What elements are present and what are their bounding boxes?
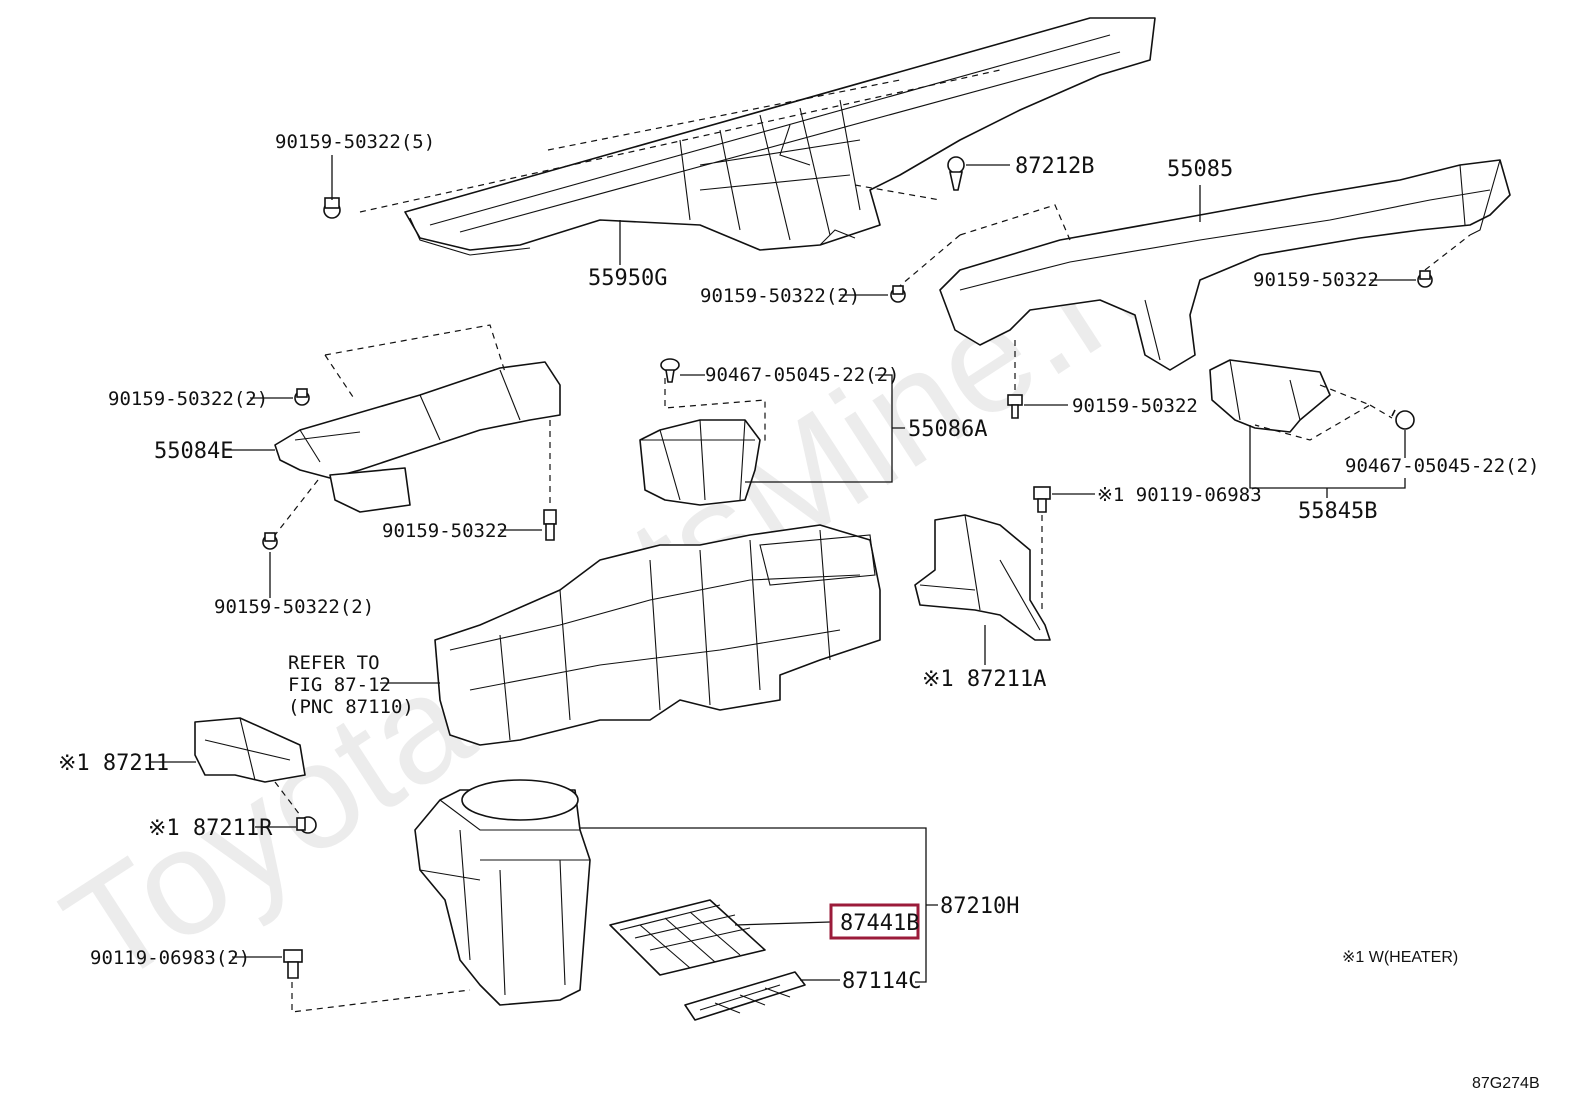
dash-87211r	[274, 781, 301, 816]
dash-55084e	[274, 324, 551, 536]
label-90159-50322-c[interactable]: 90159-50322	[1072, 395, 1198, 417]
screw-icon	[283, 949, 303, 979]
dash-55845b	[1254, 384, 1393, 441]
label-55085[interactable]: 55085	[1167, 157, 1233, 182]
label-90159-50322-r[interactable]: 90159-50322	[1253, 269, 1379, 291]
refer-line-1[interactable]: REFER TO	[288, 652, 380, 674]
screw-icon	[543, 509, 557, 541]
label-87211r[interactable]: ※1 87211R	[148, 816, 273, 841]
bracket-55086a	[745, 374, 905, 483]
screw-icon	[1033, 486, 1051, 513]
clip-icon	[296, 816, 317, 834]
label-55084e[interactable]: 55084E	[154, 439, 233, 464]
footnote-heater: ※1 W(HEATER)	[1342, 949, 1458, 966]
dash-55086a	[664, 378, 766, 445]
screw-icon	[294, 388, 310, 406]
label-90159-50322-5[interactable]: 90159-50322(5)	[275, 131, 435, 153]
label-90467-05045-22-b[interactable]: 90467-05045-22(2)	[1345, 455, 1539, 477]
screw-icon	[323, 197, 341, 219]
part-55950g-panel[interactable]	[404, 17, 1156, 256]
screw-icon	[890, 285, 906, 303]
part-87114c-grille[interactable]	[684, 971, 806, 1021]
clip-icon	[1391, 409, 1415, 430]
label-87441b[interactable]: 87441B	[840, 911, 919, 936]
leader-87441b	[734, 921, 831, 926]
label-90159-50322-2c[interactable]: 90159-50322(2)	[214, 596, 374, 618]
refer-line-3[interactable]: (PNC 87110)	[288, 696, 414, 718]
diagram-code: 87G274B	[1472, 1075, 1540, 1092]
part-55084e-duct[interactable]	[274, 361, 561, 513]
label-87211a[interactable]: ※1 87211A	[922, 667, 1046, 692]
label-87211[interactable]: ※1 87211	[58, 751, 169, 776]
refer-line-2[interactable]: FIG 87-12	[288, 674, 391, 696]
label-90119-06983-a[interactable]: ※1 90119-06983	[1097, 484, 1262, 506]
bracket-55845b	[1249, 425, 1406, 498]
dash-90119-b	[291, 982, 471, 1013]
part-87210h-case[interactable]	[414, 779, 591, 1006]
part-55845b-duct[interactable]	[1209, 359, 1331, 433]
dash-55085-left	[894, 204, 1071, 291]
label-90159-50322-d[interactable]: 90159-50322	[382, 520, 508, 542]
highlight-box-87441b	[829, 903, 920, 940]
screw-icon	[1007, 394, 1023, 419]
label-87114c[interactable]: 87114C	[842, 969, 921, 994]
part-55086a-duct[interactable]	[639, 419, 761, 506]
label-90159-50322-2a[interactable]: 90159-50322(2)	[700, 285, 860, 307]
clip-icon	[660, 358, 680, 383]
screw-icon	[1417, 270, 1433, 288]
bracket-87210h	[580, 827, 938, 983]
dash-55950g-right	[854, 184, 941, 201]
part-87441b-filter[interactable]	[609, 899, 766, 976]
label-55845b[interactable]: 55845B	[1298, 499, 1377, 524]
label-55086a[interactable]: 55086A	[908, 417, 987, 442]
part-55085-duct[interactable]	[939, 159, 1511, 371]
clip-icon	[947, 156, 965, 191]
label-87210h[interactable]: 87210H	[940, 894, 1019, 919]
label-90159-50322-2b[interactable]: 90159-50322(2)	[108, 388, 268, 410]
screw-icon	[262, 532, 278, 550]
dash-55950g-top	[359, 69, 1001, 213]
label-87212b[interactable]: 87212B	[1015, 154, 1094, 179]
dash-55085-right	[1424, 234, 1471, 271]
part-heater-unit-87110[interactable]	[434, 524, 881, 746]
part-87211-duct[interactable]	[194, 717, 306, 783]
label-90119-06983-2[interactable]: 90119-06983(2)	[90, 947, 250, 969]
label-55950g[interactable]: 55950G	[588, 266, 667, 291]
label-90467-05045-22-a[interactable]: 90467-05045-22(2)	[705, 364, 899, 386]
part-87211a-duct[interactable]	[914, 514, 1051, 641]
